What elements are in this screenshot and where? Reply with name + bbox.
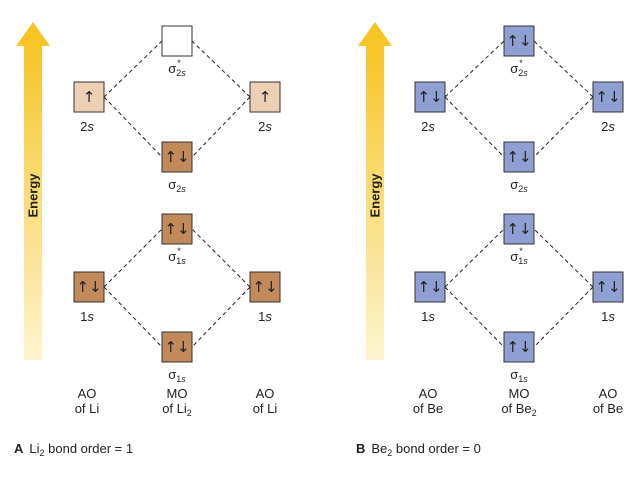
electron-arrows-sigma2s-a: ↑↓ <box>164 148 189 166</box>
sigma2s-label-b: σ2s <box>510 177 528 194</box>
sigma1s-label-b: σ1s <box>510 367 528 384</box>
orbital-box-sigma2s-star-b <box>503 25 535 57</box>
orbital-box-ao1s-left-b <box>414 271 446 303</box>
ao2s-left-label-a: 2s <box>80 119 94 134</box>
orbital-box-sigma2s-b <box>503 141 535 173</box>
electron-arrows-sigma1s-star-a: ↑↓ <box>164 220 189 238</box>
sigma1s-label-a: σ1s <box>168 367 186 384</box>
sigma1s-star-label-b: σ1s* <box>510 246 528 266</box>
electron-arrows-ao2s-right-b: ↑↓ <box>595 88 620 106</box>
electron-arrows-ao2s-left-a: ↑ <box>83 88 96 106</box>
electron-arrows-sigma1s-star-b: ↑↓ <box>506 220 531 238</box>
energy-arrow-a <box>16 22 50 360</box>
orbital-box-ao1s-right-a <box>249 271 281 303</box>
sigma2s-star-label-b: σ2s* <box>510 58 528 78</box>
orbital-box-sigma1s-star-b <box>503 213 535 245</box>
connector-line-b <box>533 286 594 348</box>
orbital-box-sigma1s-b <box>503 331 535 363</box>
energy-label-a: Energy <box>25 173 41 218</box>
connector-line-b <box>444 96 505 158</box>
energy-arrow-b <box>358 22 392 360</box>
ao2s-right-label-a: 2s <box>258 119 272 134</box>
electron-arrows-ao1s-left-a: ↑↓ <box>76 278 101 296</box>
sigma1s-star-label-a: σ1s* <box>168 246 186 266</box>
electron-arrows-sigma1s-b: ↑↓ <box>506 338 531 356</box>
orbital-box-sigma2s-a <box>161 141 193 173</box>
electron-arrows-sigma2s-star-b: ↑↓ <box>506 32 531 50</box>
electron-arrows-ao2s-right-a: ↑ <box>259 88 272 106</box>
ao1s-right-label-a: 1s <box>258 309 272 324</box>
ao2s-right-label-b: 2s <box>601 119 615 134</box>
orbital-box-sigma1s-a <box>161 331 193 363</box>
energy-label-b: Energy <box>367 173 383 218</box>
orbital-box-ao2s-right-a <box>249 81 281 113</box>
ao1s-left-label-b: 1s <box>421 309 435 324</box>
orbital-box-ao1s-left-a <box>73 271 105 303</box>
orbital-box-ao1s-right-b <box>592 271 624 303</box>
electron-arrows-ao2s-left-b: ↑↓ <box>417 88 442 106</box>
ao2s-left-label-b: 2s <box>421 119 435 134</box>
electron-arrows-ao1s-right-a: ↑↓ <box>252 278 277 296</box>
electron-arrows-ao1s-right-b: ↑↓ <box>595 278 620 296</box>
sigma2s-star-label-a: σ2s* <box>168 58 186 78</box>
connector-line-b <box>444 286 505 348</box>
orbital-box-ao2s-left-b <box>414 81 446 113</box>
orbital-box-sigma1s-star-a <box>161 213 193 245</box>
orbital-box-ao2s-right-b <box>592 81 624 113</box>
ao1s-left-label-a: 1s <box>80 309 94 324</box>
orbital-box-sigma2s-star-a <box>161 25 193 57</box>
orbital-box-ao2s-left-a <box>73 81 105 113</box>
ao1s-right-label-b: 1s <box>601 309 615 324</box>
sigma2s-label-a: σ2s <box>168 177 186 194</box>
connector-line-b <box>533 96 594 158</box>
electron-arrows-ao1s-left-b: ↑↓ <box>417 278 442 296</box>
electron-arrows-sigma1s-a: ↑↓ <box>164 338 189 356</box>
electron-arrows-sigma2s-b: ↑↓ <box>506 148 531 166</box>
